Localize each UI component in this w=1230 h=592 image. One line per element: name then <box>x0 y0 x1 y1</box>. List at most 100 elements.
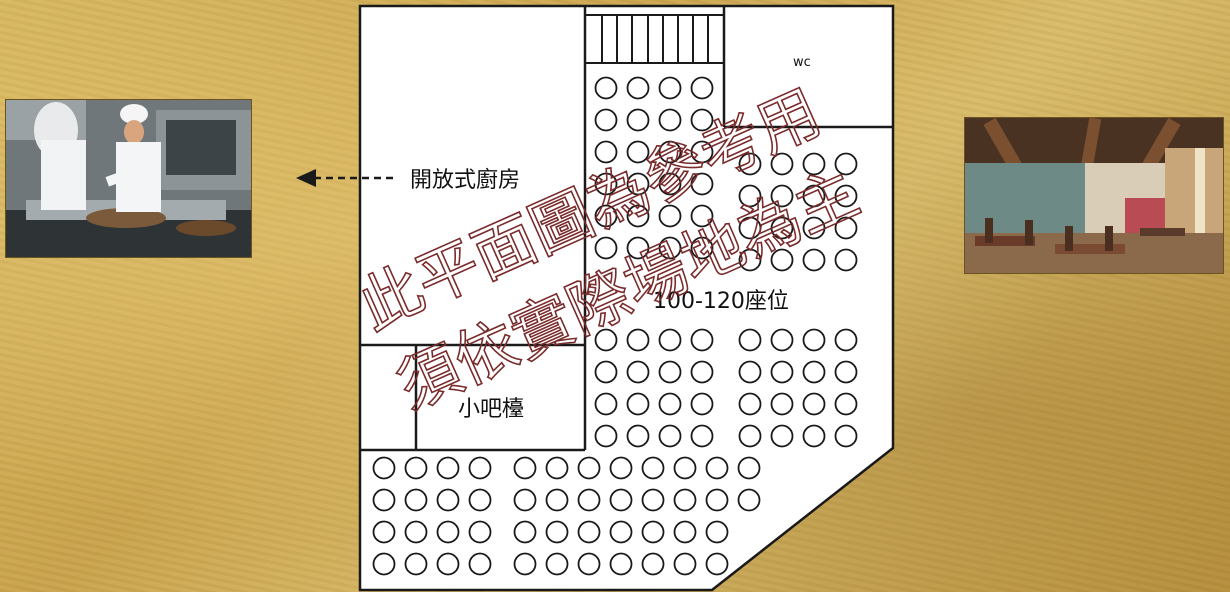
seat <box>690 392 714 416</box>
seat <box>658 108 682 132</box>
seat <box>658 172 682 196</box>
seat <box>802 360 826 384</box>
seat <box>738 424 762 448</box>
seat <box>690 236 714 260</box>
seat <box>577 520 601 544</box>
seat <box>690 108 714 132</box>
seat <box>737 456 761 480</box>
seat <box>404 488 428 512</box>
seat <box>770 184 794 208</box>
seat <box>436 520 460 544</box>
seat <box>641 456 665 480</box>
seat <box>545 520 569 544</box>
seat <box>626 172 650 196</box>
seat <box>738 328 762 352</box>
interior-walls <box>360 6 893 452</box>
seat <box>738 360 762 384</box>
seat <box>802 152 826 176</box>
seat <box>404 520 428 544</box>
seat <box>690 172 714 196</box>
seat <box>738 216 762 240</box>
seat <box>738 152 762 176</box>
seat <box>372 552 396 576</box>
seat <box>738 392 762 416</box>
seat <box>802 184 826 208</box>
seat <box>577 552 601 576</box>
seat <box>770 248 794 272</box>
seat <box>626 328 650 352</box>
seat <box>658 392 682 416</box>
seat <box>690 140 714 164</box>
seat <box>770 152 794 176</box>
seat <box>834 184 858 208</box>
seat <box>690 76 714 100</box>
seat <box>658 76 682 100</box>
seat <box>690 204 714 228</box>
seat <box>802 216 826 240</box>
seat <box>658 140 682 164</box>
seat <box>513 520 537 544</box>
seat <box>690 328 714 352</box>
seat <box>594 204 618 228</box>
seat <box>834 248 858 272</box>
seat <box>658 236 682 260</box>
bar-label: 小吧檯 <box>458 397 524 422</box>
seat <box>626 424 650 448</box>
seat <box>641 488 665 512</box>
seat <box>626 76 650 100</box>
seat <box>658 204 682 228</box>
seat <box>609 520 633 544</box>
seat <box>802 392 826 416</box>
seat <box>513 456 537 480</box>
seat <box>372 488 396 512</box>
seat <box>705 552 729 576</box>
seat <box>834 152 858 176</box>
seat <box>594 360 618 384</box>
seat <box>834 424 858 448</box>
seat <box>690 360 714 384</box>
seat <box>468 488 492 512</box>
seat <box>737 488 761 512</box>
seat <box>673 456 697 480</box>
seat <box>705 488 729 512</box>
seat <box>673 488 697 512</box>
seat <box>404 456 428 480</box>
seat <box>468 520 492 544</box>
kitchen-arrow <box>296 169 395 187</box>
seat <box>738 248 762 272</box>
seat <box>705 520 729 544</box>
seat <box>658 424 682 448</box>
seat <box>834 216 858 240</box>
seat <box>468 456 492 480</box>
seat <box>436 552 460 576</box>
seat <box>436 456 460 480</box>
seat <box>594 140 618 164</box>
seat <box>594 392 618 416</box>
seat <box>609 488 633 512</box>
seat <box>626 204 650 228</box>
seat <box>641 520 665 544</box>
seat <box>770 216 794 240</box>
staircase <box>584 14 725 64</box>
seat <box>404 552 428 576</box>
restaurant-interior-photo <box>964 117 1224 274</box>
seat <box>770 392 794 416</box>
seat <box>436 488 460 512</box>
seat <box>658 328 682 352</box>
kitchen-photo <box>5 99 252 258</box>
seat <box>802 248 826 272</box>
seat <box>594 236 618 260</box>
seat <box>626 360 650 384</box>
seat <box>545 552 569 576</box>
seat <box>673 552 697 576</box>
seating-area <box>372 76 858 576</box>
seat <box>468 552 492 576</box>
seat <box>513 552 537 576</box>
seat <box>705 456 729 480</box>
seat <box>802 328 826 352</box>
seat <box>594 76 618 100</box>
seat <box>834 328 858 352</box>
wc-label: wc <box>793 55 811 70</box>
seat <box>545 456 569 480</box>
seat <box>626 108 650 132</box>
